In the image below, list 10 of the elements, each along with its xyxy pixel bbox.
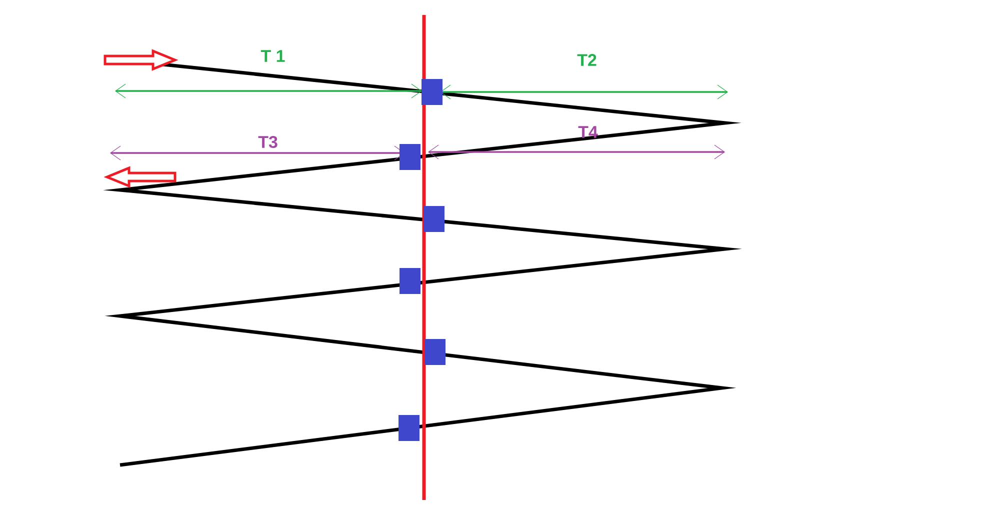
- dimension-label: T4: [578, 126, 598, 138]
- crossing-marker: [398, 414, 420, 441]
- dimension-label: T3: [258, 136, 278, 148]
- crossing-marker: [422, 79, 442, 105]
- dimension-label: T 1: [260, 50, 285, 62]
- dimension-label: T2: [577, 54, 596, 66]
- crossing-marker: [424, 339, 446, 365]
- crossing-marker: [400, 144, 420, 170]
- crossing-marker: [400, 268, 420, 294]
- crossing-marker: [424, 206, 444, 232]
